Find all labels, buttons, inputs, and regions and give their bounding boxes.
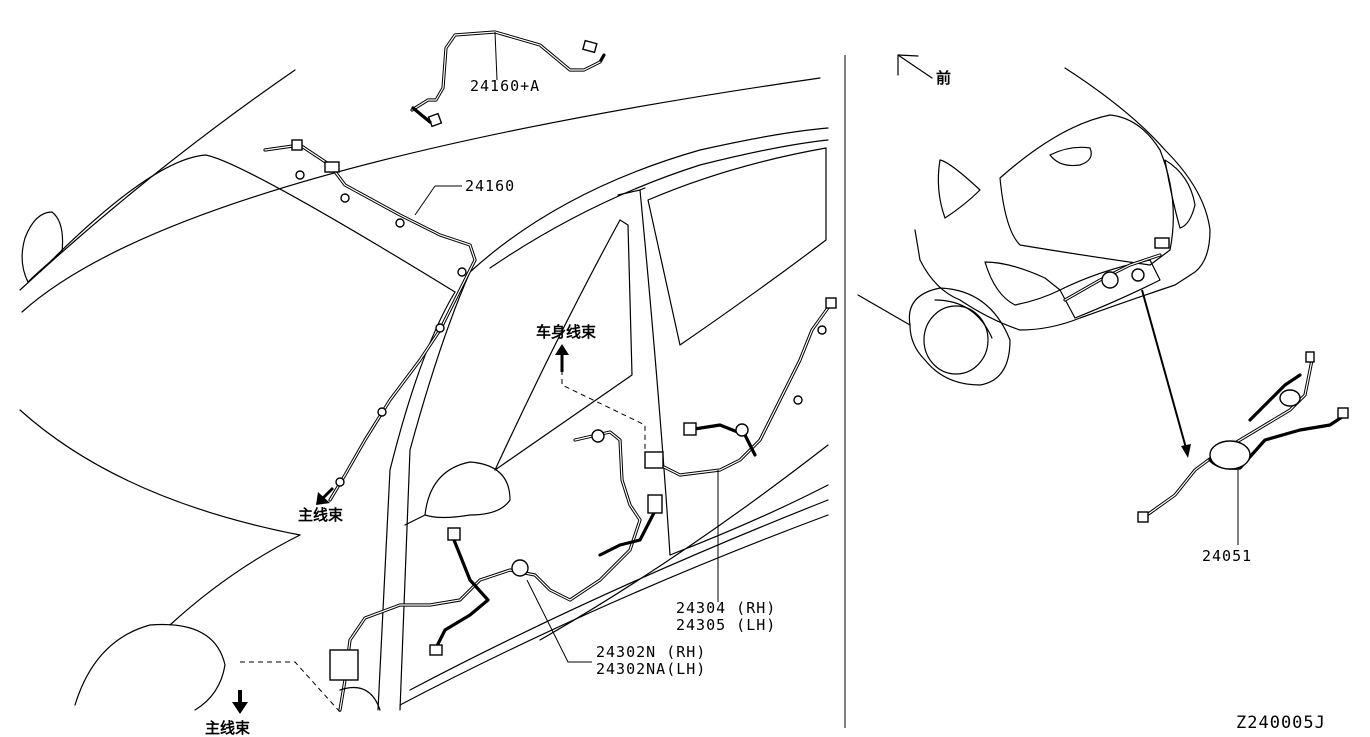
part-label-24302n: 24302N (RH)	[596, 643, 707, 661]
arrow-main-harness-lower	[232, 690, 248, 714]
part-label-24160: 24160	[465, 177, 516, 195]
part-label-24304: 24304 (RH)	[676, 599, 777, 617]
car-body-outline-left	[19, 55, 846, 728]
arrow-main-harness-upper	[316, 486, 335, 505]
harness-24160	[263, 139, 477, 502]
leader-lines-left	[240, 31, 719, 713]
pointer-arrow-24051	[1141, 289, 1191, 458]
label-main-harness-upper: 主线束	[298, 506, 344, 524]
car-rear-outline	[857, 67, 1211, 386]
front-direction-arrow	[897, 54, 933, 79]
part-label-24305: 24305 (LH)	[676, 616, 777, 634]
harness-24160a	[410, 30, 606, 128]
harness-24051	[1137, 351, 1349, 545]
harness-24302n	[329, 429, 663, 712]
arrow-body-harness	[555, 344, 569, 372]
part-label-24302na: 24302NA(LH)	[596, 660, 707, 678]
label-front: 前	[936, 69, 952, 87]
part-label-24051: 24051	[1202, 547, 1253, 565]
label-body-harness: 车身线束	[536, 323, 597, 341]
label-main-harness-lower: 主线束	[205, 719, 251, 737]
harness-24304	[644, 297, 837, 477]
part-label-24160a: 24160+A	[470, 77, 541, 95]
diagram-code: Z240005J	[1236, 713, 1326, 733]
